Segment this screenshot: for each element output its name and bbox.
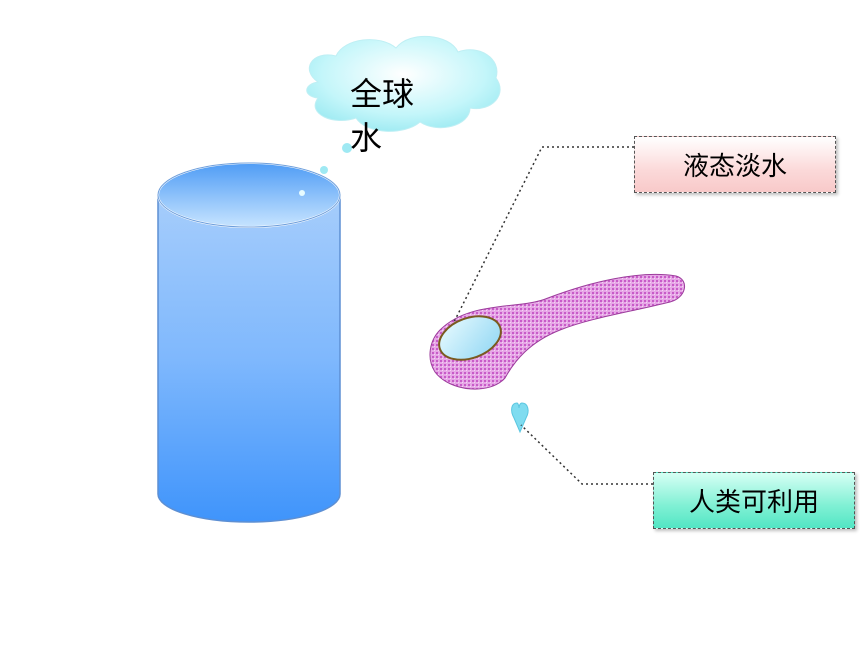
water-cylinder: [157, 162, 341, 523]
spoon-illustration: [429, 273, 685, 390]
callout-liquid-fresh-water: 液态淡水: [634, 136, 836, 193]
cloud-label: 全球水: [350, 75, 415, 157]
water-droplet-icon: [511, 402, 529, 434]
cloud-shape: [306, 35, 501, 174]
spoon-bowl-water: [438, 315, 502, 361]
cloud-bubble-small: [342, 143, 352, 153]
callout-human-usable: 人类可利用: [653, 472, 855, 529]
cloud-bubble-tiny: [320, 166, 328, 174]
leader-line-liquid: [453, 146, 634, 323]
leader-line-usable: [520, 424, 653, 485]
water-sparkle: [299, 190, 305, 196]
